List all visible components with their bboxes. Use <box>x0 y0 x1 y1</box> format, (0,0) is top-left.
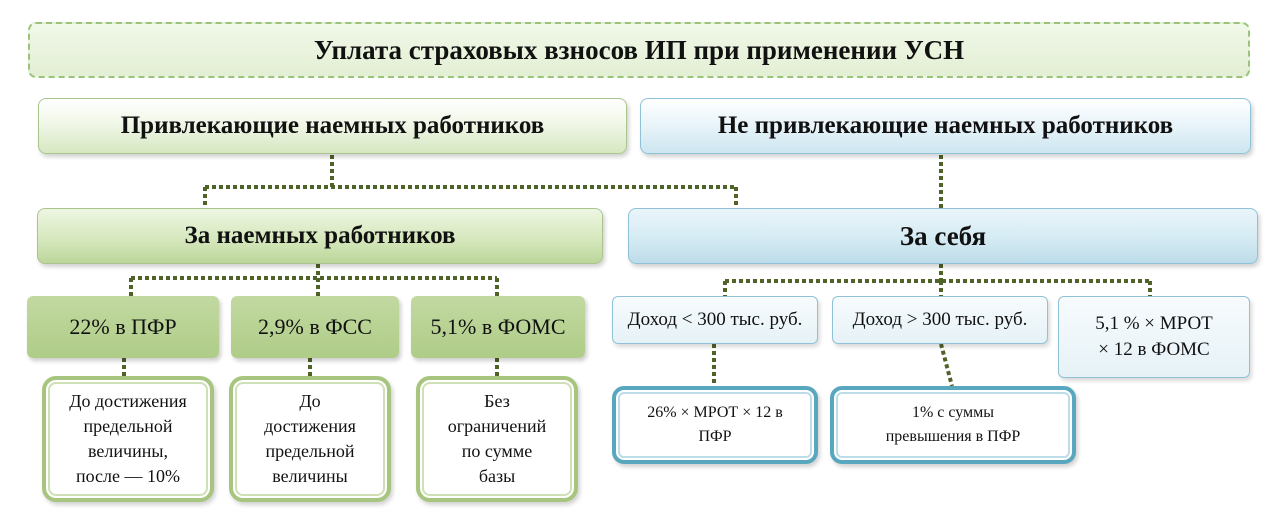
connector-employers-to-groups <box>203 155 738 208</box>
group-for-employees: За наемных работников <box>37 208 603 264</box>
group-for-employees-label: За наемных работников <box>184 222 456 249</box>
note-pfr: До достижения предельной величины, после… <box>42 376 214 502</box>
diagram-title-text: Уплата страховых взносов ИП при применен… <box>313 34 965 65</box>
income-below-300k: Доход < 300 тыс. руб. <box>612 296 818 344</box>
note-fss-text: До достижения предельной величины <box>264 391 356 486</box>
rate-foms: 5,1% в ФОМС <box>411 296 585 358</box>
note-pfr-text: До достижения предельной величины, после… <box>69 391 187 486</box>
rate-fss-label: 2,9% в ФСС <box>258 314 372 339</box>
rate-foms-label: 5,1% в ФОМС <box>430 314 566 339</box>
income-above-300k: Доход > 300 тыс. руб. <box>832 296 1048 344</box>
rate-pfr: 22% в ПФР <box>27 296 219 358</box>
branch-employers-label: Привлекающие наемных работников <box>120 112 545 139</box>
note-income-below-300k-text: 26% × МРОТ × 12 в ПФР <box>647 404 783 445</box>
rate-fss: 2,9% в ФСС <box>231 296 399 358</box>
note-foms: Без ограничений по сумме базы <box>416 376 578 502</box>
branch-non-employers-label: Не привлекающие наемных работников <box>717 112 1174 139</box>
foms-fixed-rate: 5,1 % × МРОТ × 12 в ФОМС <box>1058 296 1250 378</box>
connector-employees-to-rates <box>129 264 499 296</box>
note-fss: До достижения предельной величины <box>229 376 391 502</box>
note-income-above-300k-text: 1% с суммы превышения в ПФР <box>885 404 1021 445</box>
rate-pfr-label: 22% в ПФР <box>69 314 177 339</box>
note-income-below-300k: 26% × МРОТ × 12 в ПФР <box>612 386 818 464</box>
connector-rate-to-note-5 <box>939 343 954 387</box>
income-below-300k-label: Доход < 300 тыс. руб. <box>627 309 803 330</box>
connector-self-to-rates <box>723 264 1152 296</box>
foms-fixed-rate-label: 5,1 % × МРОТ × 12 в ФОМС <box>1095 313 1213 360</box>
branch-non-employers: Не привлекающие наемных работников <box>640 98 1251 154</box>
note-income-above-300k: 1% с суммы превышения в ПФР <box>830 386 1076 464</box>
group-for-self: За себя <box>628 208 1258 264</box>
diagram-title: Уплата страховых взносов ИП при применен… <box>28 22 1250 78</box>
branch-employers: Привлекающие наемных работников <box>38 98 627 154</box>
income-above-300k-label: Доход > 300 тыс. руб. <box>852 309 1028 330</box>
note-foms-text: Без ограничений по сумме базы <box>447 391 547 486</box>
group-for-self-label: За себя <box>899 220 987 251</box>
